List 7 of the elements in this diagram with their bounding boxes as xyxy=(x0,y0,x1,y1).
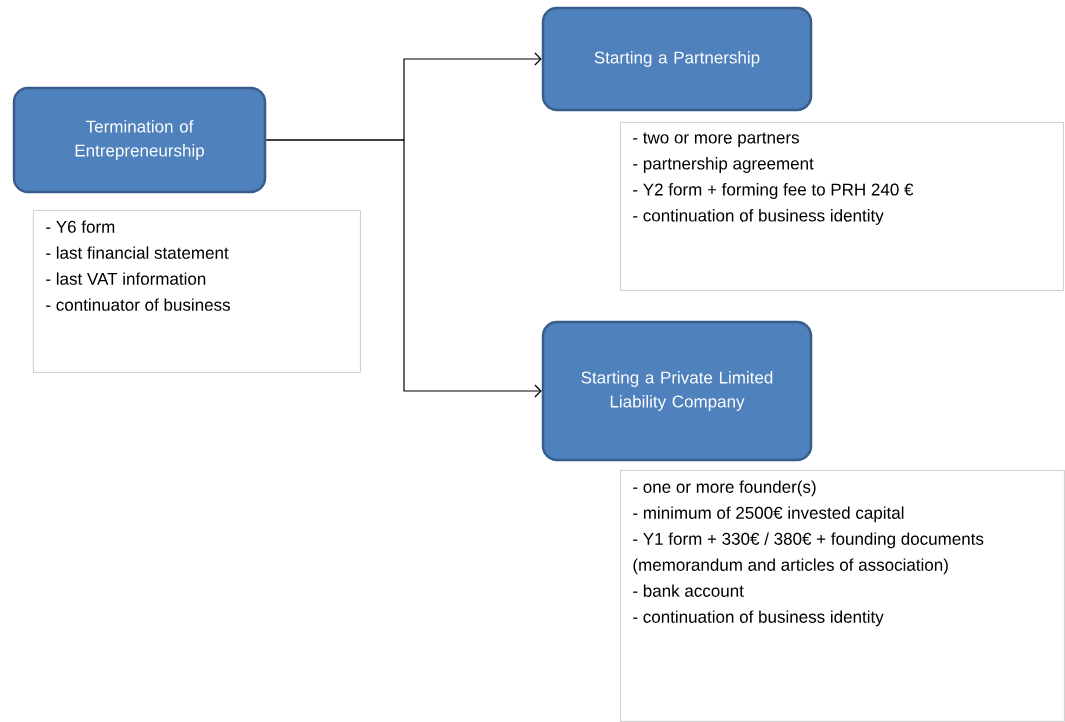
arrow xyxy=(265,139,542,398)
process-box: Starting a Partnership xyxy=(541,6,813,112)
process-box: Termination of Entrepreneurship xyxy=(12,86,267,194)
process-box: Starting a Private Limited Liability Company xyxy=(541,320,813,462)
note-box: - Y6 form - last financial statement - last VAT information - continuator of business xyxy=(33,210,361,373)
note-box: - two or more partners - partnership agreement - Y2 form + forming fee to PRH 240 € - continuation of business identity xyxy=(620,122,1064,291)
note-box: - one or more founder(s) - minimum of 2500€ invested capital - Y1 form + 330€ / 380€ + founding documents (memorandum and articles of association) - bank account - continuation of business identity xyxy=(620,470,1065,722)
